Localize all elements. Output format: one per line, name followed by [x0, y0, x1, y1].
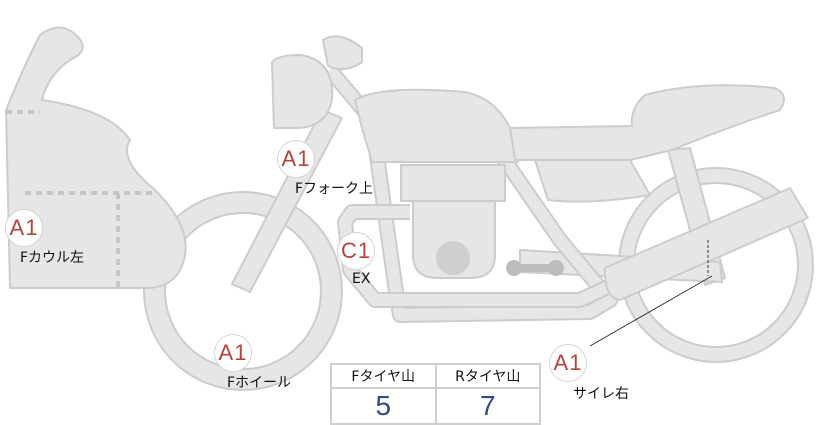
- engine: [400, 164, 564, 279]
- marker-label-f-cowl-left: Fカウル左: [20, 250, 85, 266]
- handlebar: [322, 35, 363, 71]
- marker-label-f-wheel: Fホイール: [227, 375, 292, 391]
- marker-label-f-fork-upper: Fフォーク上: [295, 181, 374, 197]
- cowl-panel-lines: [6, 110, 155, 288]
- leader-line: [589, 275, 713, 347]
- marker-badge-ex: C1: [337, 232, 375, 270]
- side-cover: [534, 159, 651, 203]
- exhaust-pipe-inner: [339, 206, 613, 306]
- rear-tread-header: Rタイヤ山: [434, 363, 541, 389]
- tread-table-value-row: 5 7: [330, 387, 541, 425]
- tire-tread-table: Fタイヤ山 Rタイヤ山 5 7: [330, 363, 541, 425]
- marker-badge-f-cowl-left: A1: [5, 209, 43, 247]
- front-tread-value: 5: [330, 387, 437, 425]
- marker-badge-silencer-right: A1: [549, 344, 587, 382]
- front-tread-header: Fタイヤ山: [330, 363, 437, 389]
- marker-label-silencer-right: サイレ右: [573, 386, 629, 402]
- marker-badge-f-wheel: A1: [214, 334, 252, 372]
- front-cowl: [5, 26, 187, 289]
- front-wheel: [143, 191, 343, 391]
- seat: [509, 84, 785, 161]
- silencer: [603, 187, 809, 301]
- marker-badge-f-fork-upper: A1: [277, 140, 315, 178]
- headlight: [271, 54, 334, 129]
- tread-table-header-row: Fタイヤ山 Rタイヤ山: [330, 363, 541, 389]
- fuel-tank: [354, 88, 519, 163]
- rear-tread-value: 7: [434, 387, 541, 425]
- marker-label-ex: EX: [352, 271, 371, 287]
